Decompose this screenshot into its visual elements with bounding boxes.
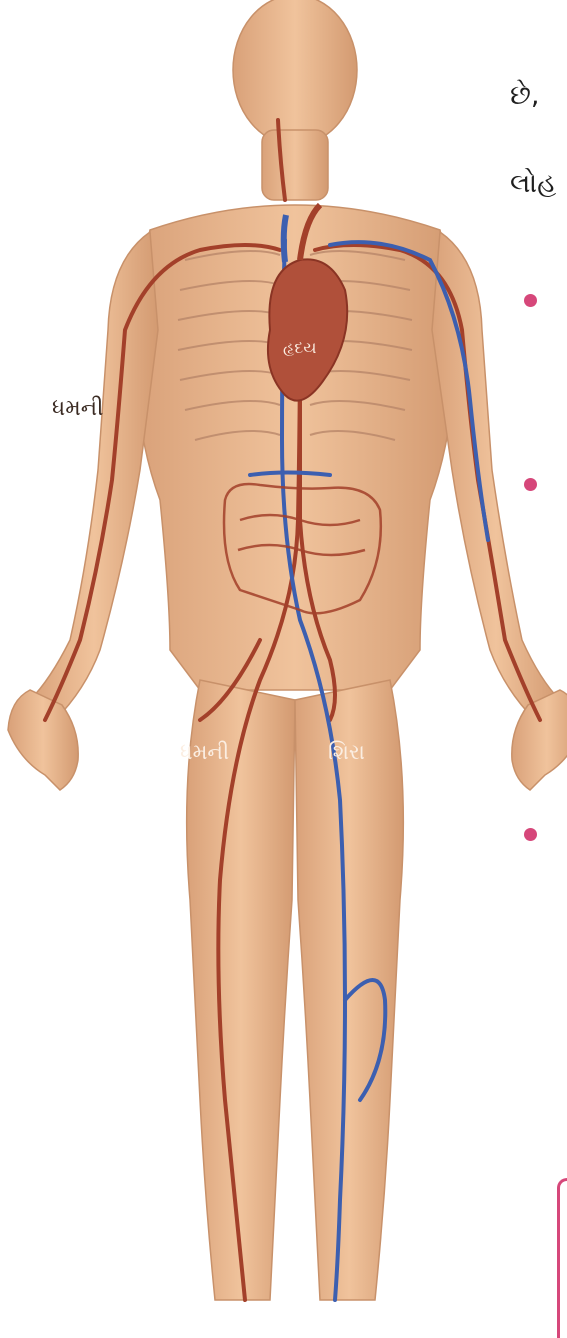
bullet-2 [524,478,537,491]
side-text-line2: લોહ [510,168,556,200]
heart-label: હૃદય [283,338,316,358]
artery-label-left: ધમની [52,396,103,421]
vein-label: શિરા [328,740,365,765]
human-body [8,0,567,1300]
bullet-3 [524,828,537,841]
left-arm [30,232,158,720]
left-leg [187,680,295,1300]
right-hand [512,690,567,790]
side-text-line1: છે, [510,80,539,112]
artery-label-center: ધમની [180,740,229,765]
head [233,0,357,145]
bullet-1 [524,294,537,307]
right-leg [295,680,403,1300]
callout-box-edge [557,1178,567,1338]
neck [262,130,328,200]
